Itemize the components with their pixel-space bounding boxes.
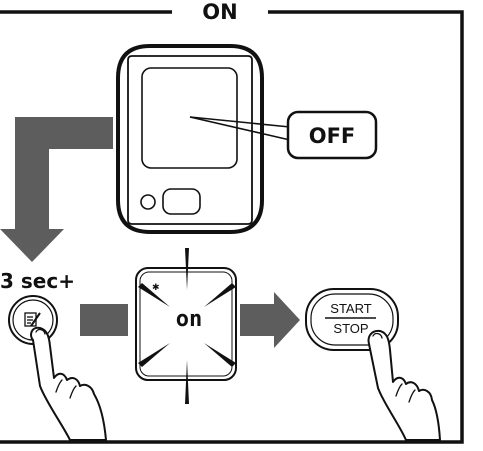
pressing-hand-right [367,329,441,441]
arrow-left-bar [80,304,128,336]
monitor-device [116,44,264,234]
pressing-hand-left [30,326,107,441]
device-start-button [162,188,201,215]
down-arrow [0,117,113,262]
edit-icon [24,312,41,327]
bluetooth-icon: ✱ [152,283,160,293]
off-callout-label: OFF [309,124,356,148]
hold-duration-label: 3 sec+ [0,269,75,293]
off-callout [189,110,378,160]
start-label: START [330,301,371,316]
arrow-right [240,292,300,348]
blink-rays [138,248,236,404]
device-screen [141,67,238,169]
display-panel [135,267,237,381]
stop-label: STOP [333,321,368,336]
frame-title: ON [202,0,237,24]
frame [0,10,464,444]
display-text: on [176,307,203,332]
device-small-button [140,194,156,210]
